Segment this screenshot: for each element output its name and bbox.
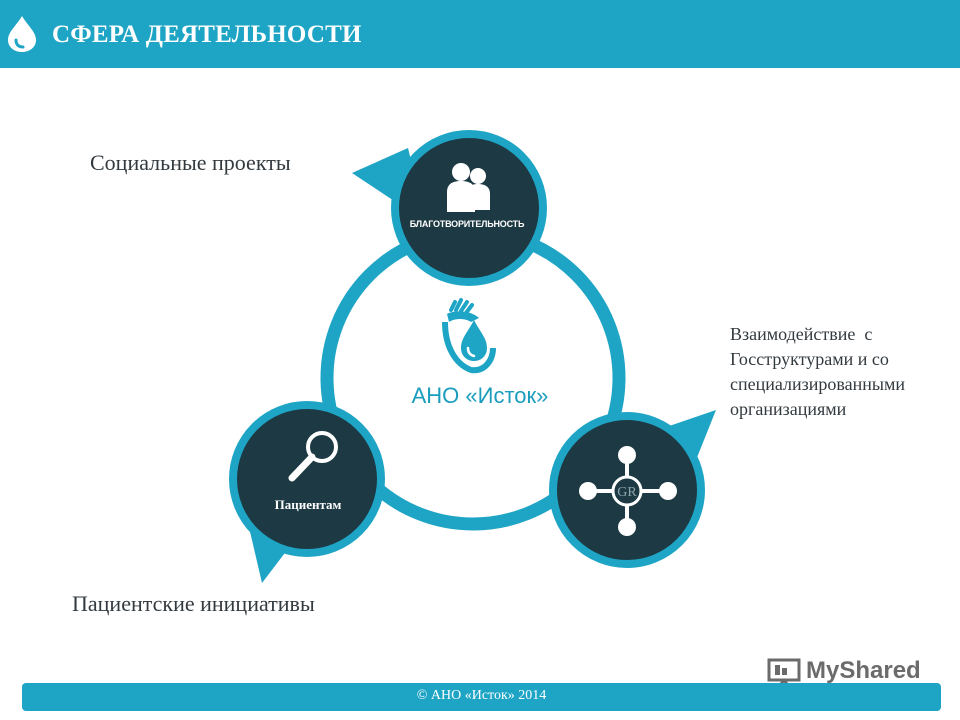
caption-line: Взаимодействие с <box>730 324 873 344</box>
footer-copyright: © АНО «Исток» 2014 <box>416 688 547 703</box>
gr-node-label: GR <box>617 485 637 500</box>
network-hub-icon: GR <box>579 446 677 536</box>
magnifier-icon <box>288 431 338 482</box>
center-organization-name: АНО «Исток» <box>411 383 549 408</box>
page-title: СФЕРА ДЕЯТЕЛЬНОСТИ <box>52 21 362 48</box>
watermark-text: MyShared <box>806 657 921 684</box>
watermark: MyShared <box>766 655 936 689</box>
caption-patient-initiatives: Пациентские инициативы <box>72 591 315 616</box>
people-icon <box>447 163 490 212</box>
hand-drop-logo-icon <box>442 298 496 374</box>
caption-line: Госструктурами и со <box>730 349 889 369</box>
caption-social-projects: Социальные проекты <box>90 150 291 175</box>
patients-node-label: Пациентам <box>274 497 342 512</box>
caption-government-interaction: Взаимодействие с Госструктурами и со спе… <box>730 322 950 422</box>
caption-line: организациями <box>730 399 847 419</box>
patients-node <box>229 401 385 557</box>
charity-node-label: БЛАГОТВОРИТЕЛЬНОСТЬ <box>409 219 525 229</box>
footer-bar: © АНО «Исток» 2014 <box>22 683 941 711</box>
water-drop-icon <box>8 16 36 52</box>
caption-line: специализированными <box>730 374 906 394</box>
header-bar: СФЕРА ДЕЯТЕЛЬНОСТИ <box>0 0 960 68</box>
